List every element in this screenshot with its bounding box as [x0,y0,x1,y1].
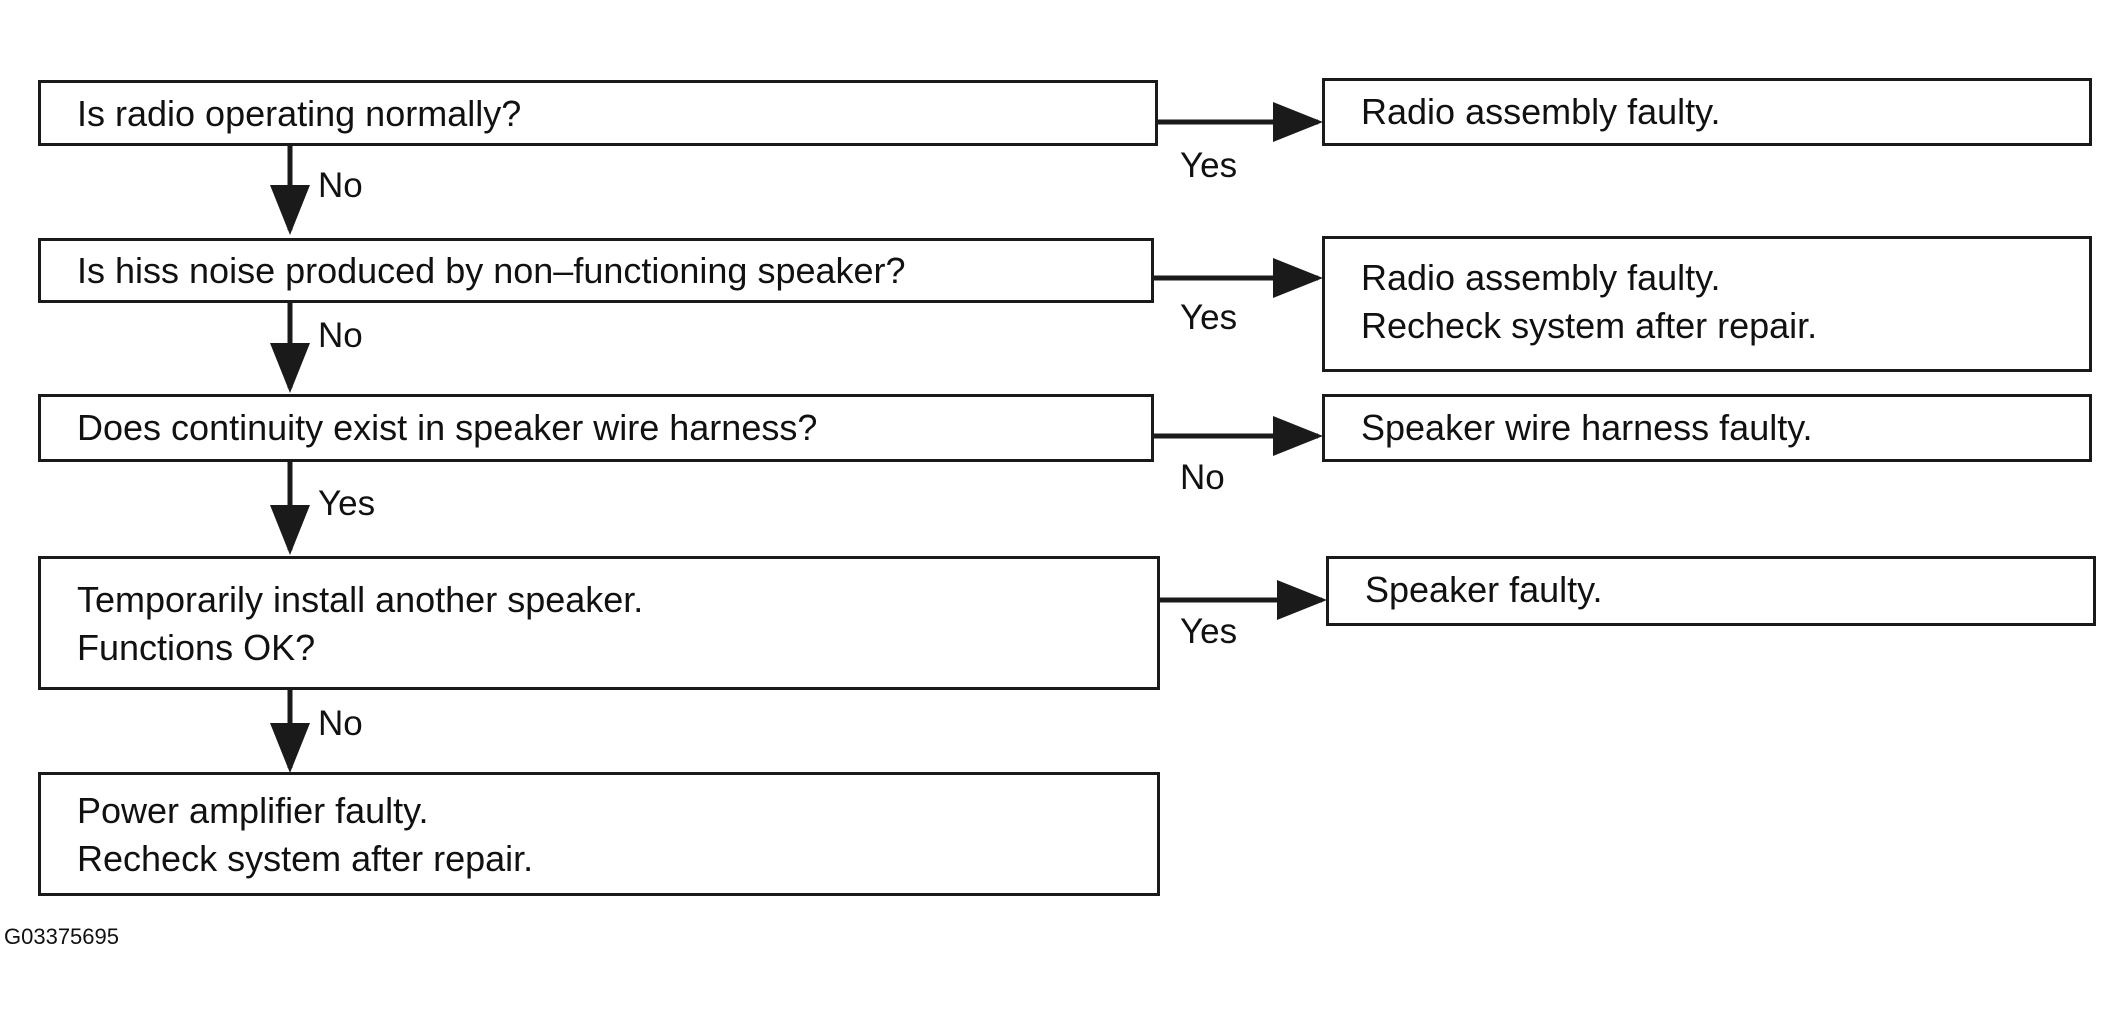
result-line: Recheck system after repair. [77,838,534,879]
question-line: Is radio operating normally? [77,93,522,134]
final-result-box: Power amplifier faulty. Recheck system a… [38,772,1160,896]
result-line: Radio assembly faulty. [1361,257,1721,298]
figure-code: G03375695 [4,924,119,949]
side-label-3: No [1180,458,1225,497]
result-line: Recheck system after repair. [1361,305,1818,346]
down-label-1: No [318,166,363,205]
side-label-2: Yes [1180,298,1238,337]
down-label-3: Yes [318,484,376,523]
result-line: Speaker faulty. [1365,569,1603,610]
question-line: Does continuity exist in speaker wire ha… [77,407,818,448]
question-box-1: Is radio operating normally? [38,80,1158,146]
result-box-3: Speaker wire harness faulty. [1322,394,2092,462]
question-line: Temporarily install another speaker. [77,579,644,620]
result-box-1: Radio assembly faulty. [1322,78,2092,146]
question-box-4: Temporarily install another speaker. Fun… [38,556,1160,690]
side-label-1: Yes [1180,146,1238,185]
question-line: Is hiss noise produced by non–functionin… [77,250,906,291]
side-label-4: Yes [1180,612,1238,651]
question-line: Functions OK? [77,627,316,668]
result-box-2: Radio assembly faulty. Recheck system af… [1322,236,2092,372]
result-line: Radio assembly faulty. [1361,91,1721,132]
question-box-3: Does continuity exist in speaker wire ha… [38,394,1154,462]
result-line: Power amplifier faulty. [77,790,429,831]
question-box-2: Is hiss noise produced by non–functionin… [38,238,1154,303]
result-box-4: Speaker faulty. [1326,556,2096,626]
result-line: Speaker wire harness faulty. [1361,407,1813,448]
down-label-4: No [318,704,363,743]
down-label-2: No [318,316,363,355]
